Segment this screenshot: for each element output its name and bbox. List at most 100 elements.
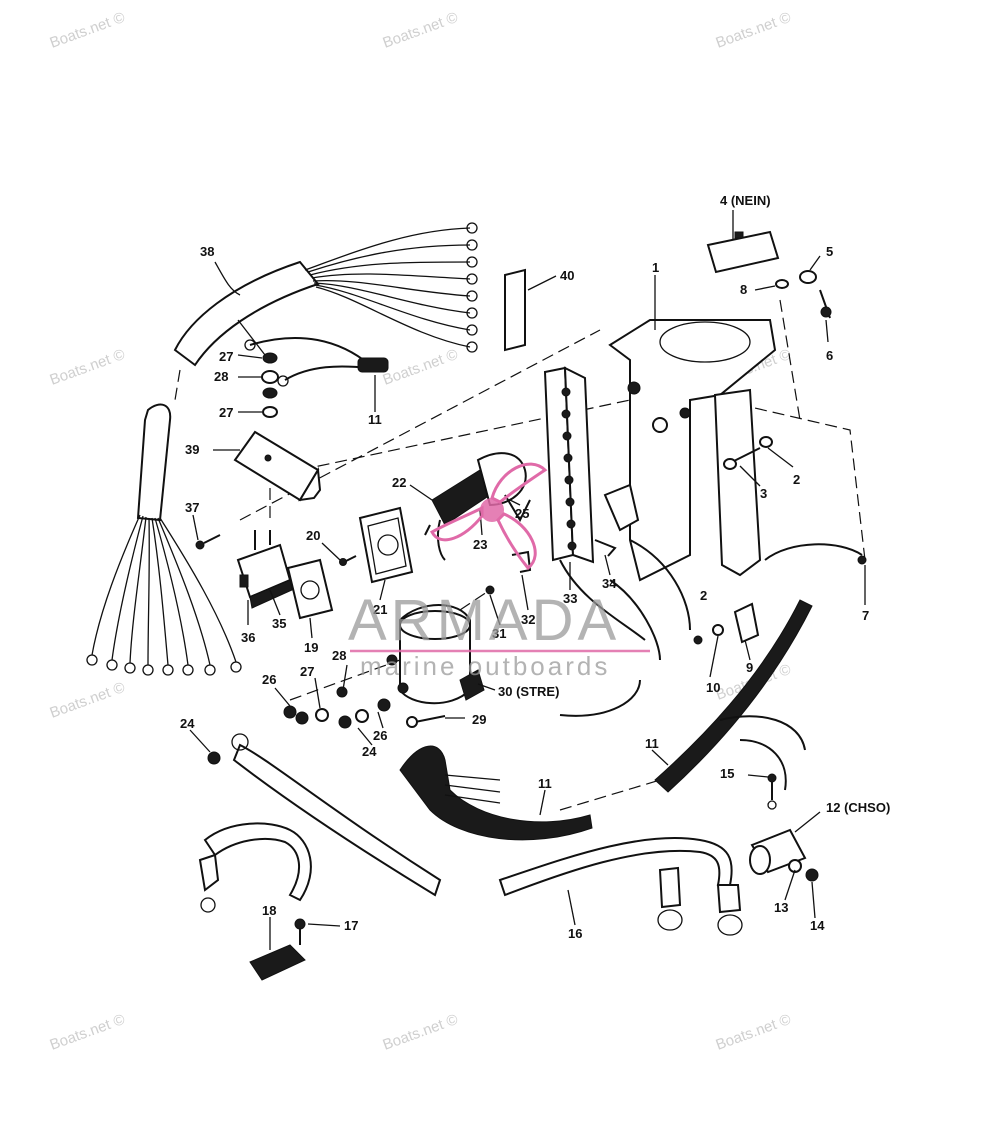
callout-16: 16 xyxy=(568,926,582,941)
terminal-block-33 xyxy=(543,366,595,564)
washers-27-28 xyxy=(261,352,279,418)
callout-15: 15 xyxy=(720,766,734,781)
battery-cable-left xyxy=(231,733,442,897)
callout-18: 18 xyxy=(262,903,276,918)
bracket-1 xyxy=(603,319,777,582)
callout-35: 35 xyxy=(272,616,286,631)
dashed-line xyxy=(719,399,866,561)
callout-8: 8 xyxy=(740,282,747,297)
switch-4-with-hardware xyxy=(706,230,832,319)
armada-logo: ARMADA marine outboards xyxy=(348,462,650,681)
clamp-17-18 xyxy=(249,918,306,981)
callout-32: 32 xyxy=(521,612,535,627)
callout-28b: 28 xyxy=(332,648,346,663)
watermark: Boats.net © xyxy=(381,346,461,389)
plate-21 xyxy=(358,506,414,584)
wire-7 xyxy=(764,543,867,565)
callout-25: 25 xyxy=(515,506,529,521)
callout-2b: 2 xyxy=(700,588,707,603)
callout-labels: 1 2 2 3 4 (NEIN) 5 6 7 8 9 10 11 11 11 1… xyxy=(180,193,890,941)
callout-28a: 28 xyxy=(214,369,228,384)
watermark: Boats.net © xyxy=(48,1011,128,1054)
wire-lead-11-top xyxy=(244,336,389,387)
callout-21: 21 xyxy=(373,602,387,617)
watermark: Boats.net © xyxy=(714,9,794,52)
bolt-29 xyxy=(406,715,446,728)
screw-20 xyxy=(339,555,357,566)
callout-14: 14 xyxy=(810,918,825,933)
wiring-harness-lower-left xyxy=(86,403,242,676)
watermark: Boats.net © xyxy=(381,9,461,52)
condenser-12 xyxy=(749,828,819,882)
callout-5: 5 xyxy=(826,244,833,259)
callout-4: 4 (NEIN) xyxy=(720,193,771,208)
callout-9: 9 xyxy=(746,660,753,675)
callout-19: 19 xyxy=(304,640,318,655)
callout-12: 12 (CHSO) xyxy=(826,800,890,815)
callout-39: 39 xyxy=(185,442,199,457)
callout-23: 23 xyxy=(473,537,487,552)
callout-40: 40 xyxy=(560,268,574,283)
callout-2a: 2 xyxy=(793,472,800,487)
watermark: Boats.net © xyxy=(48,346,128,389)
screw-15 xyxy=(767,773,777,810)
callout-38: 38 xyxy=(200,244,214,259)
callout-24a: 24 xyxy=(180,716,195,731)
callout-24b: 24 xyxy=(362,744,377,759)
callout-20: 20 xyxy=(306,528,320,543)
callout-34: 34 xyxy=(602,576,617,591)
bracket-9 xyxy=(693,602,760,645)
callout-33: 33 xyxy=(563,591,577,606)
leader-lines xyxy=(189,210,866,950)
clips-31-32-34 xyxy=(485,539,617,595)
dashed-line xyxy=(779,299,801,421)
nuts-24-26-27-28 xyxy=(207,686,391,765)
circuit-breaker-35-36 xyxy=(236,530,293,609)
callout-3: 3 xyxy=(760,486,767,501)
watermark: Boats.net © xyxy=(714,1011,794,1054)
watermark: Boats.net © xyxy=(48,679,128,722)
harness-11-lower xyxy=(399,745,593,841)
gasket-19 xyxy=(286,558,334,620)
callout-13: 13 xyxy=(774,900,788,915)
callout-22: 22 xyxy=(392,475,406,490)
callout-7: 7 xyxy=(862,608,869,623)
callout-31: 31 xyxy=(492,626,506,641)
harness-11-right xyxy=(654,599,813,793)
sleeve-40 xyxy=(504,268,526,352)
bolt-3-washer-2 xyxy=(723,436,773,470)
logo-tagline-text: marine outboards xyxy=(360,651,610,681)
dashed-line xyxy=(174,369,181,401)
screw-37 xyxy=(195,534,221,550)
callout-1: 1 xyxy=(652,260,659,275)
callout-27b: 27 xyxy=(219,405,233,420)
dashed-line xyxy=(239,329,601,521)
solenoid-30 xyxy=(386,604,485,705)
wires-terminal xyxy=(559,539,691,717)
callout-27c: 27 xyxy=(300,664,314,679)
watermark: Boats.net © xyxy=(381,1011,461,1054)
battery-cable-16 xyxy=(498,837,743,936)
callout-11a: 11 xyxy=(368,412,382,427)
callout-36: 36 xyxy=(241,630,255,645)
watermark: Boats.net © xyxy=(48,9,128,52)
callout-17: 17 xyxy=(344,918,358,933)
callout-29: 29 xyxy=(472,712,486,727)
callout-27a: 27 xyxy=(219,349,233,364)
callout-11c: 11 xyxy=(538,776,552,791)
callout-10: 10 xyxy=(706,680,720,695)
callout-26b: 26 xyxy=(373,728,387,743)
dashed-line xyxy=(559,779,661,811)
bracket-39 xyxy=(233,430,322,502)
propeller-icon xyxy=(430,462,548,571)
logo-brand-text: ARMADA xyxy=(348,588,620,653)
callout-11b: 11 xyxy=(645,736,659,751)
callout-37: 37 xyxy=(185,500,199,515)
callout-30: 30 (STRE) xyxy=(498,684,559,699)
callout-26a: 26 xyxy=(262,672,276,687)
battery-cable-lower-left xyxy=(198,822,312,913)
callout-6: 6 xyxy=(826,348,833,363)
wiring-harness-38 xyxy=(173,222,478,367)
